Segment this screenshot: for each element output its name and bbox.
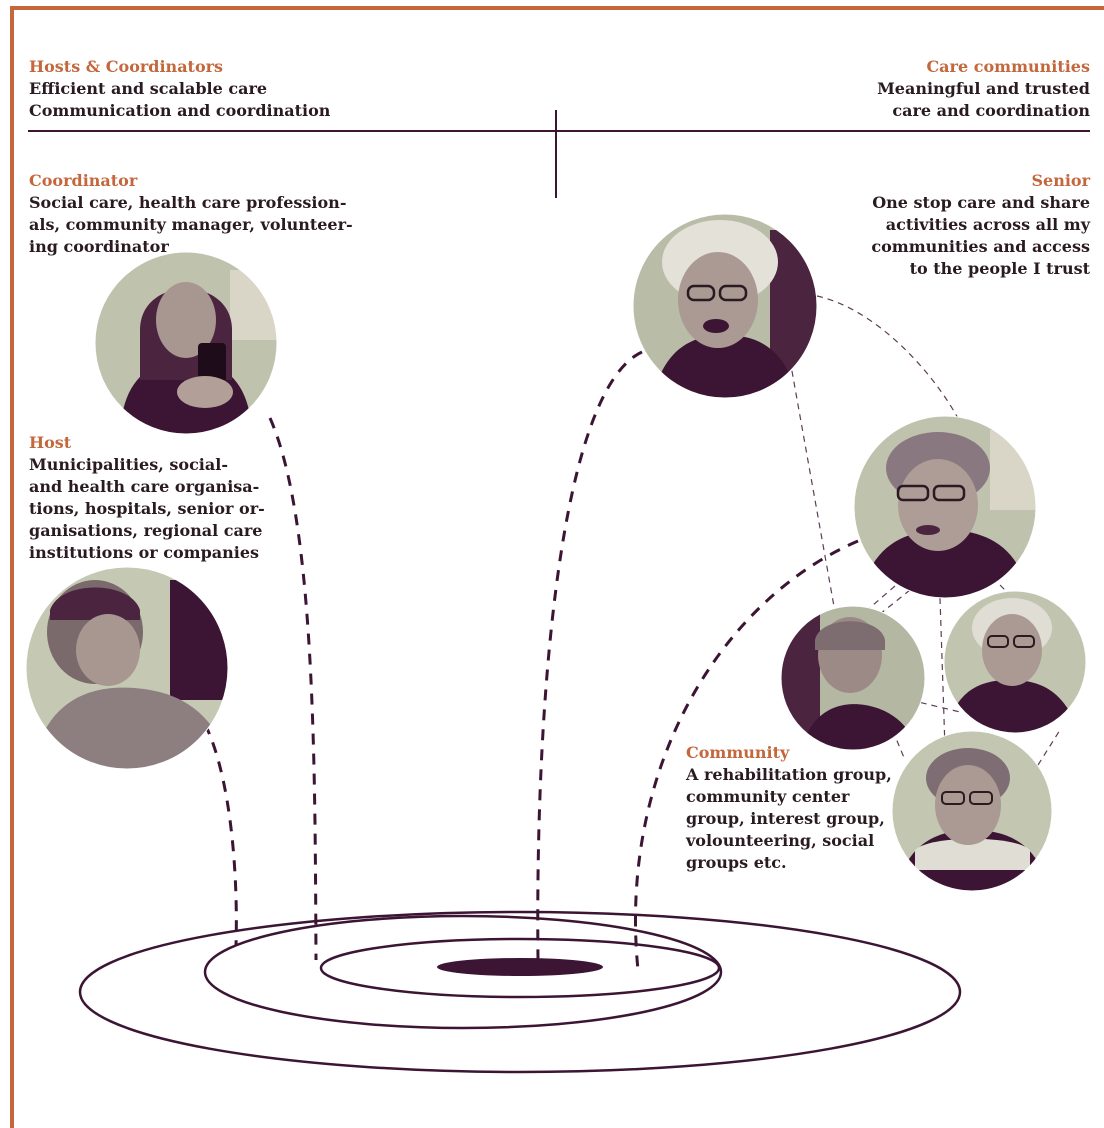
community-man-photo <box>781 606 925 750</box>
man-to-woman-link <box>909 699 961 713</box>
host-connector <box>203 723 238 946</box>
host-block: Host Municipalities, social- and health … <box>29 432 265 564</box>
leader-to-man-link-b <box>879 589 911 615</box>
host-line-4: ganisations, regional care <box>29 521 263 540</box>
community-line-5: groups etc. <box>686 853 787 872</box>
care-communities-title: Care communities <box>926 57 1090 76</box>
senior-line-4: to the people I trust <box>909 259 1090 278</box>
connection-paths <box>203 350 859 971</box>
community-line-2: community center <box>686 787 850 806</box>
bottom-to-woman-link <box>1037 729 1061 766</box>
host-photo <box>26 567 228 769</box>
senior-to-leader-link <box>816 295 964 429</box>
host-title: Host <box>29 433 72 452</box>
leader-to-bottom-link <box>939 597 946 749</box>
community-connector <box>633 539 859 971</box>
target-rings <box>78 910 962 1074</box>
senior-line-2: activities across all my <box>885 215 1090 234</box>
coordinator-block: Coordinator Social care, health care pro… <box>29 170 353 258</box>
care-communities-line-2: care and coordination <box>892 101 1090 120</box>
senior-to-man-link <box>789 359 836 613</box>
host-line-1: Municipalities, social- <box>29 455 228 474</box>
care-communities-line-1: Meaningful and trusted <box>877 79 1090 98</box>
coordinator-line-1: Social care, health care profession- <box>29 193 347 212</box>
hosts-coordinators-block: Hosts & Coordinators Efficient and scala… <box>29 56 330 122</box>
center-disc <box>437 958 603 976</box>
outer-ring <box>78 910 962 1074</box>
host-line-5: institutions or companies <box>29 543 260 562</box>
community-woman-right-photo <box>944 591 1086 733</box>
community-line-1: A rehabilitation group, <box>686 765 892 784</box>
community-line-4: volounteering, social <box>686 831 875 850</box>
senior-line-3: communities and access <box>871 237 1090 256</box>
community-block: Community A rehabilitation group, commun… <box>686 742 892 874</box>
community-woman-bottom-photo <box>892 731 1052 891</box>
senior-title: Senior <box>1031 171 1090 190</box>
frame-left-border <box>10 6 14 1128</box>
host-line-3: tions, hospitals, senior or- <box>29 499 265 518</box>
hosts-coordinators-line-2: Communication and coordination <box>29 101 331 120</box>
inner-ring <box>319 937 721 999</box>
coordinator-connector <box>268 417 318 961</box>
senior-line-1: One stop care and share <box>872 193 1090 212</box>
community-line-3: group, interest group, <box>686 809 885 828</box>
middle-ring <box>203 914 723 1030</box>
senior-photo <box>633 214 817 398</box>
hosts-coordinators-title: Hosts & Coordinators <box>29 57 224 76</box>
coordinator-photo <box>95 252 277 434</box>
senior-block: Senior One stop care and share activitie… <box>871 170 1090 280</box>
coordinator-line-2: als, community manager, volunteer- <box>29 215 353 234</box>
community-title: Community <box>686 743 790 762</box>
coordinator-title: Coordinator <box>29 171 138 190</box>
senior-connector <box>536 350 643 961</box>
frame-top-border <box>10 6 1104 10</box>
host-line-2: and health care organisa- <box>29 477 260 496</box>
care-communities-block: Care communities Meaningful and trusted … <box>877 56 1090 122</box>
coordinator-line-3: ing coordinator <box>29 237 169 256</box>
hosts-coordinators-line-1: Efficient and scalable care <box>29 79 268 98</box>
community-leader-photo <box>854 416 1036 598</box>
